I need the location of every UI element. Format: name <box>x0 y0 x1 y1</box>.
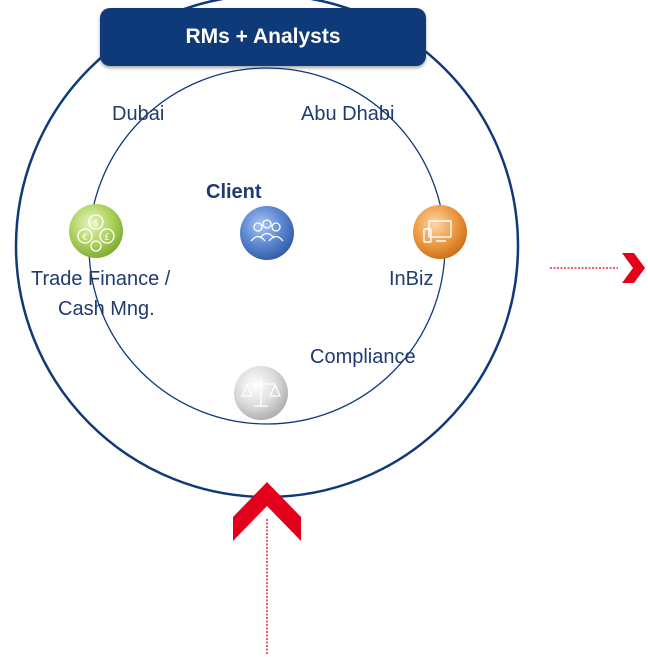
currency-coins-icon: $ € £ <box>77 214 115 252</box>
bottom-arrow <box>233 482 301 655</box>
label-trade-finance-line2: Cash Mng. <box>58 298 155 320</box>
label-compliance: Compliance <box>310 346 416 368</box>
devices-icon <box>423 220 452 243</box>
label-client: Client <box>206 181 262 203</box>
header-title: RMs + Analysts <box>185 25 341 48</box>
svg-text:$: $ <box>93 219 99 229</box>
svg-text:€: € <box>82 233 88 243</box>
header-box: RMs + Analysts <box>100 8 426 66</box>
label-abu-dhabi: Abu Dhabi <box>301 103 395 125</box>
inbiz-node <box>413 205 467 259</box>
svg-text:£: £ <box>104 233 110 243</box>
client-node <box>240 206 294 260</box>
compliance-node <box>234 366 288 420</box>
group-people-icon <box>250 219 284 242</box>
scales-icon <box>240 380 282 407</box>
label-inbiz: InBiz <box>389 268 434 290</box>
trade-finance-node: $ € £ <box>69 204 123 258</box>
label-trade-finance-line1: Trade Finance / <box>31 268 171 290</box>
right-arrow <box>550 253 645 283</box>
label-dubai: Dubai <box>112 103 165 125</box>
